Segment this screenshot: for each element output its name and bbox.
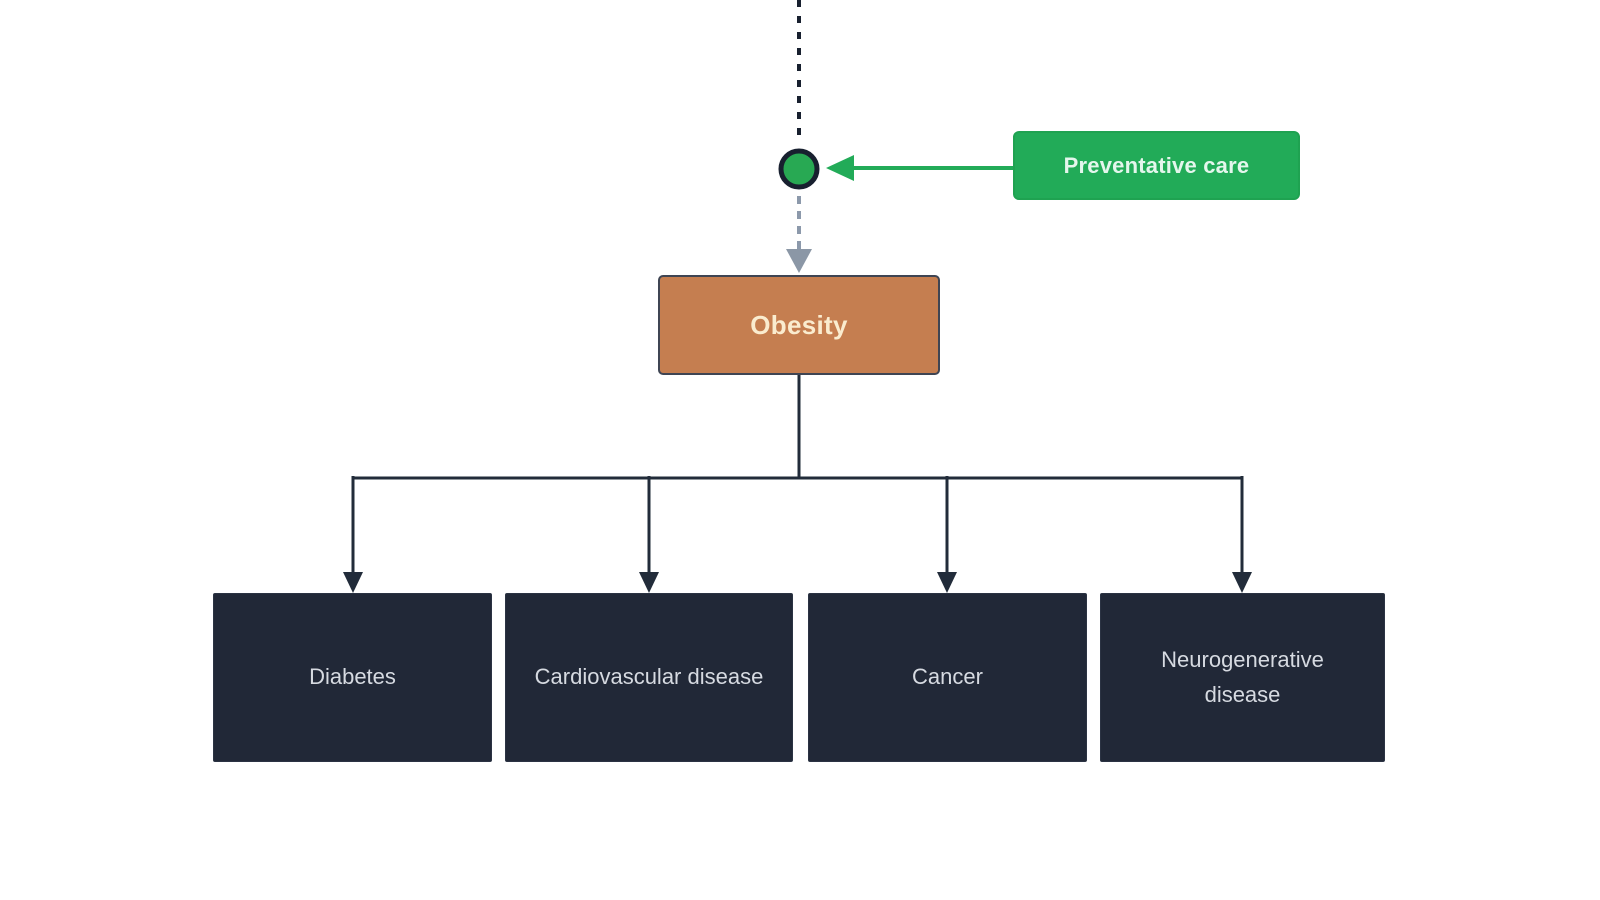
leaf-node-diabetes: Diabetes	[213, 593, 492, 762]
root-node-obesity: Obesity	[658, 275, 940, 375]
tree-arrow-head-icon-2	[639, 572, 659, 593]
leaf-node-label: Cancer	[912, 664, 983, 690]
leaf-node-cardiovascular-disease: Cardiovascular disease	[505, 593, 793, 762]
tree-arrow-head-icon-3	[937, 572, 957, 593]
tree-arrow-head-icon-1	[343, 572, 363, 593]
leaf-node-label: Cardiovascular disease	[534, 664, 764, 690]
leaf-node-label: Neurogenerative disease	[1161, 647, 1324, 707]
root-node-label: Obesity	[750, 309, 848, 340]
leaf-node-label: Diabetes	[309, 664, 396, 690]
leaf-node-neurogenerative-disease: Neurogenerative disease	[1100, 593, 1385, 762]
green-arrow-head-icon	[826, 155, 854, 181]
tree-arrow-head-icon-4	[1232, 572, 1252, 593]
intervention-point-circle	[778, 148, 820, 190]
annotation-label: Preventative care	[1063, 152, 1250, 178]
dashed-arrow-head-icon	[786, 249, 812, 273]
leaf-node-cancer: Cancer	[808, 593, 1087, 762]
annotation-node-preventative-care: Preventative care	[1013, 131, 1300, 200]
